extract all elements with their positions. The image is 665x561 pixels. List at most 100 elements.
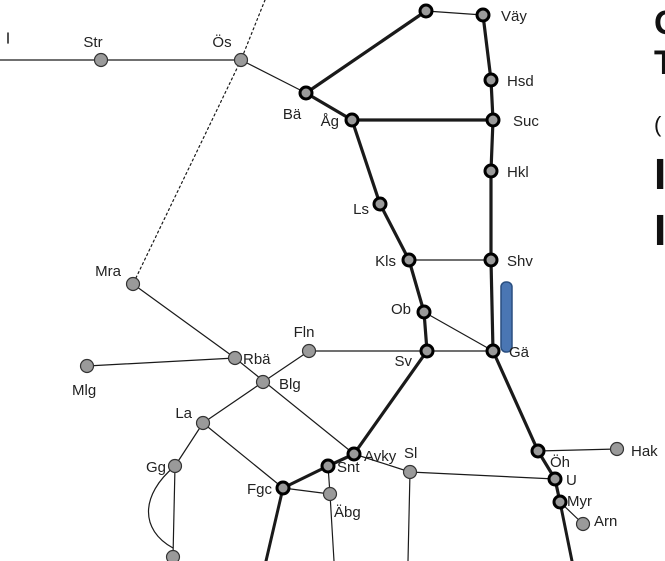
- station-label-snt: Snt: [337, 459, 360, 476]
- station-label-ga: Gä: [509, 344, 530, 361]
- side-text-line-2: T: [654, 44, 665, 82]
- station-node-mlg: [79, 358, 95, 374]
- track-stub-fgc-south: [264, 486, 285, 561]
- track-mra-rba: [132, 283, 236, 359]
- track-fgc-abg: [282, 487, 331, 495]
- station-node-ob: [416, 304, 432, 320]
- track-fln-blg: [262, 350, 310, 383]
- station-node-sv: [419, 343, 435, 359]
- track-ob-ga: [423, 311, 494, 352]
- track-blg-la: [202, 381, 264, 424]
- main-track-vay-hsd: [481, 13, 493, 82]
- track-sl-u: [409, 471, 556, 480]
- station-label-blg: Blg: [279, 376, 301, 393]
- main-track-shv-ga: [489, 258, 495, 353]
- thin-track-lines: [0, 10, 618, 561]
- station-label-u: U: [566, 472, 577, 489]
- station-node-avky: [346, 446, 362, 462]
- track-stub-sl-south: [407, 471, 411, 561]
- station-label-ls: Ls: [353, 201, 369, 218]
- station-node-myr: [552, 494, 568, 510]
- station-node-str: [93, 52, 109, 68]
- side-text-line-4: I: [654, 150, 665, 199]
- main-track-suc-hkl: [489, 118, 495, 173]
- station-label-myr: Myr: [567, 493, 592, 510]
- station-label-os: Ös: [212, 33, 231, 51]
- station-node-mra: [125, 276, 141, 292]
- station-node-shv: [483, 252, 499, 268]
- track-mlg-rba: [86, 357, 236, 367]
- station-node-snt: [320, 458, 336, 474]
- station-node-ga: [485, 343, 501, 359]
- station-label-suc: Suc: [513, 113, 539, 130]
- station-label-avky: Avky: [364, 448, 397, 465]
- station-label-mra: Mra: [95, 263, 121, 280]
- station-node-ls: [372, 196, 388, 212]
- station-node-sl: [402, 464, 418, 480]
- station-label-str: Str: [83, 34, 102, 51]
- highlight-marker: [500, 281, 513, 353]
- station-node-rba: [227, 350, 243, 366]
- track-n-top-vay: [425, 10, 484, 16]
- station-label-kls: Kls: [375, 253, 396, 270]
- station-node-abg: [322, 486, 338, 502]
- station-node-suc: [485, 112, 501, 128]
- track-la-fgc: [202, 422, 284, 489]
- side-text-line-5: I: [654, 206, 665, 255]
- station-label-fgc: Fgc: [247, 481, 273, 498]
- main-track-ag-ls: [350, 118, 382, 206]
- station-node-hkl: [483, 163, 499, 179]
- station-node-arn: [575, 516, 591, 532]
- station-label-abg: Äbg: [334, 504, 361, 521]
- station-label-hsd: Hsd: [507, 73, 534, 90]
- station-node-vay: [475, 7, 491, 23]
- station-label-hkl: Hkl: [507, 164, 529, 181]
- main-track-ls-kls: [378, 202, 411, 262]
- station-label-ob: Ob: [391, 301, 411, 318]
- track-stub-myr-south: [558, 500, 574, 561]
- station-node-hsd: [483, 72, 499, 88]
- station-nodes: [79, 3, 625, 561]
- station-node-kls: [401, 252, 417, 268]
- station-node-blg: [255, 374, 271, 390]
- station-node-fln: [301, 343, 317, 359]
- station-node-ba: [298, 85, 314, 101]
- station-label-ag: Åg: [321, 113, 339, 130]
- station-label-sv: Sv: [394, 353, 412, 370]
- track-rba-avky: [234, 357, 355, 455]
- station-node-os: [233, 52, 249, 68]
- station-node-gg: [167, 458, 183, 474]
- station-label-arn: Arn: [594, 513, 617, 530]
- highlight-marker-layer: [500, 281, 513, 353]
- station-node-u: [547, 471, 563, 487]
- track-stub-abg-south: [329, 493, 335, 561]
- main-track-sv-avky: [352, 349, 429, 456]
- station-label-fln: Fln: [294, 324, 315, 341]
- main-track-ga-oh: [491, 349, 540, 453]
- track-la-gg: [174, 422, 204, 467]
- station-label-gg: Gg: [146, 459, 166, 476]
- station-label-ba: Bä: [283, 106, 302, 123]
- track-os-ba: [240, 59, 307, 94]
- station-label-mlg: Mlg: [72, 382, 96, 399]
- station-node-n-gg-bottom: [165, 549, 181, 561]
- station-label-shv: Shv: [507, 253, 533, 270]
- main-track-snt-fgc: [281, 464, 330, 490]
- station-label-sl: Sl: [404, 445, 417, 462]
- main-track-kls-ob: [407, 258, 426, 314]
- station-label-oh: Öh: [550, 453, 570, 471]
- track-oh-hak: [537, 448, 618, 452]
- station-node-hak: [609, 441, 625, 457]
- station-label-rba: Rbä: [243, 351, 271, 368]
- main-track-n-top-ba: [304, 9, 428, 95]
- station-node-ag: [344, 112, 360, 128]
- station-label-hak: Hak: [631, 443, 658, 460]
- track-gg-n-gg-bottom: [172, 465, 176, 558]
- dotted-track-lines: [132, 0, 266, 285]
- station-node-n-top: [418, 3, 434, 19]
- station-node-la: [195, 415, 211, 431]
- track-gg-curve: [148, 465, 176, 549]
- main-track-ba-ag: [304, 91, 354, 122]
